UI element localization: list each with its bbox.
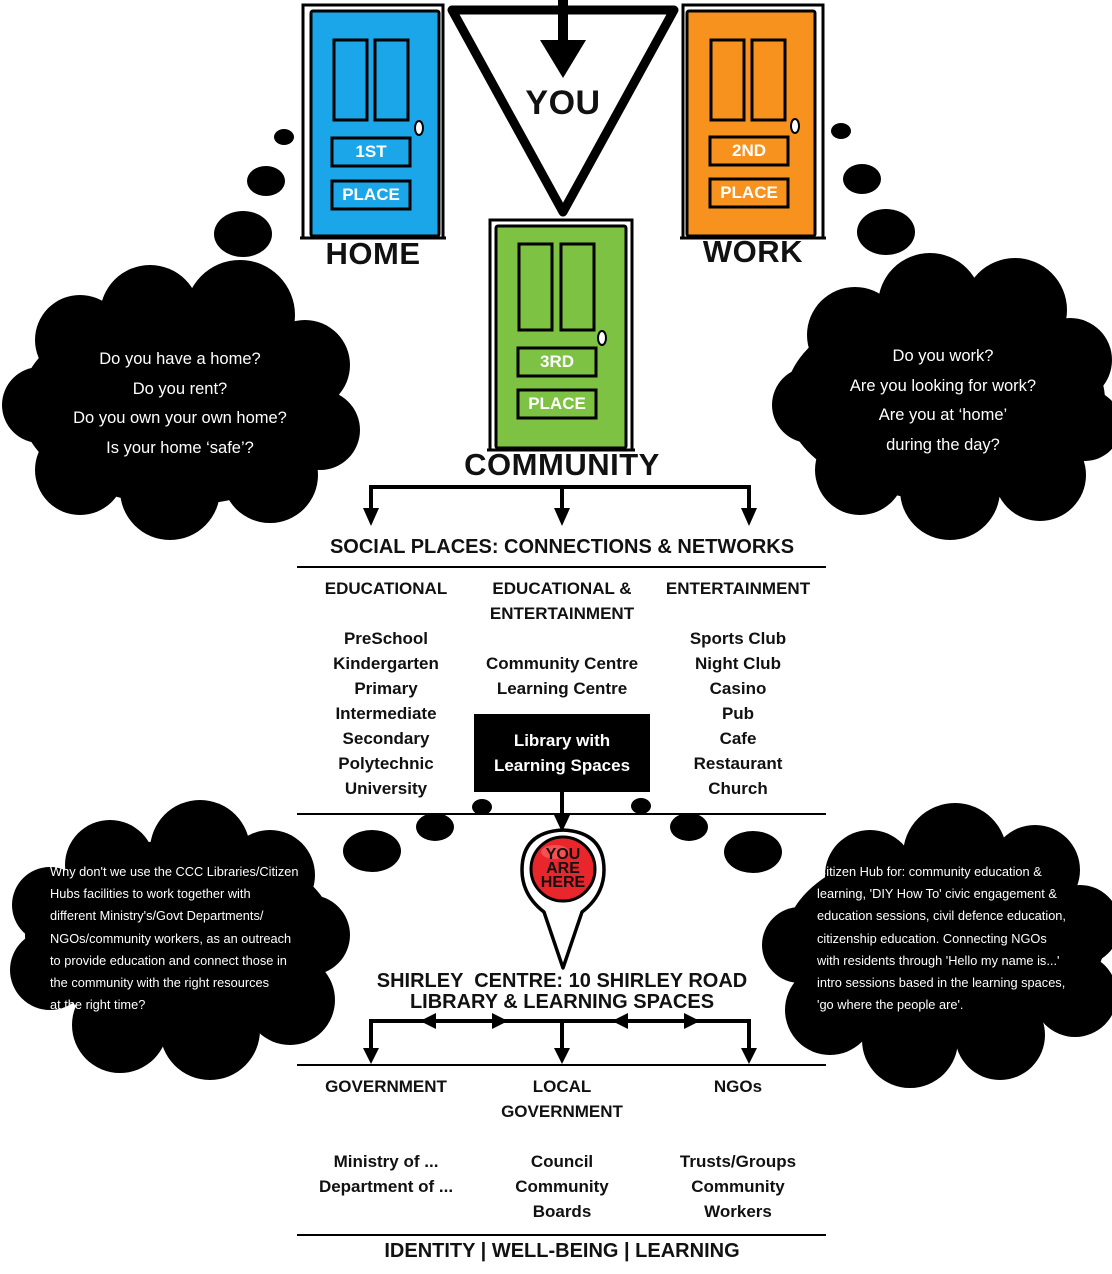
list-item: Restaurant bbox=[693, 754, 783, 773]
home-label: HOME bbox=[325, 236, 421, 271]
footer-text: IDENTITY | WELL-BEING | LEARNING bbox=[384, 1240, 740, 1262]
thought-dots-left bbox=[214, 129, 294, 257]
community-door-line1: 3RD bbox=[539, 352, 574, 371]
home-cloud bbox=[2, 260, 360, 540]
work-door bbox=[680, 3, 826, 240]
you-triangle bbox=[447, 0, 679, 217]
edu-ent-list: Community Centre Learning Centre bbox=[466, 651, 658, 701]
ngos-list: Trusts/Groups Community Workers bbox=[650, 1149, 826, 1224]
home-question: Do you have a home? bbox=[99, 350, 261, 368]
thought-dots-lower-left bbox=[343, 813, 454, 872]
entertainment-list: Sports Club Night Club Casino Pub Cafe R… bbox=[650, 626, 826, 801]
list-item: Department of ... bbox=[318, 1177, 454, 1196]
work-question: during the day? bbox=[886, 435, 1000, 454]
work-cloud bbox=[772, 253, 1112, 540]
local-government-list: Council Community Boards bbox=[466, 1149, 658, 1224]
home-door bbox=[300, 3, 446, 240]
you-are-here-text: YOU ARE HERE bbox=[540, 846, 586, 891]
list-item: Community bbox=[691, 1177, 785, 1196]
community-branches bbox=[363, 485, 757, 526]
home-questions: Do you have a home? Do you rent? Do you … bbox=[30, 345, 330, 463]
work-question: Are you at ‘home’ bbox=[878, 406, 1008, 424]
list-item: Community Centre bbox=[485, 654, 639, 673]
work-question: Do you work? bbox=[892, 347, 994, 365]
community-door-line2: PLACE bbox=[528, 394, 586, 413]
list-item: Cafe bbox=[719, 729, 757, 748]
col-local-government-header: LOCAL GOVERNMENT bbox=[501, 1077, 623, 1121]
list-item: Kindergarten bbox=[333, 654, 439, 673]
lower-right-cloud bbox=[762, 803, 1112, 1088]
right-note: Citizen Hub for: community education & l… bbox=[817, 864, 1066, 1013]
educational-list: PreSchool Kindergarten Primary Intermedi… bbox=[296, 626, 476, 801]
list-item: Trusts/Groups bbox=[679, 1152, 797, 1171]
work-label: WORK bbox=[702, 234, 804, 269]
community-label: COMMUNITY bbox=[464, 447, 660, 482]
col-entertainment-header: ENTERTAINMENT bbox=[665, 579, 811, 598]
work-question: Are you looking for work? bbox=[849, 376, 1037, 395]
thought-dots-lower-right bbox=[670, 813, 782, 873]
thought-dots-right bbox=[831, 123, 915, 255]
list-item: Learning Centre bbox=[496, 679, 628, 698]
list-item: Church bbox=[708, 779, 768, 798]
shirley-branches bbox=[363, 1013, 757, 1064]
list-item: Secondary bbox=[342, 729, 430, 748]
list-item: Polytechnic bbox=[338, 754, 434, 773]
list-item: University bbox=[344, 779, 428, 798]
list-item: Workers bbox=[704, 1202, 772, 1221]
col-edu-ent-header: EDUCATIONAL & ENTERTAINMENT bbox=[489, 579, 635, 623]
list-item: Casino bbox=[709, 679, 767, 698]
home-door-line2: PLACE bbox=[342, 185, 400, 204]
col-educational-header: EDUCATIONAL bbox=[324, 579, 448, 598]
you-label: YOU bbox=[525, 84, 601, 122]
list-item: Ministry of ... bbox=[333, 1152, 439, 1171]
list-item: Pub bbox=[721, 704, 755, 723]
list-item: Community bbox=[515, 1177, 609, 1196]
community-door bbox=[487, 218, 635, 452]
home-question: Do you rent? bbox=[132, 379, 228, 398]
work-door-line2: PLACE bbox=[720, 183, 778, 202]
library-box: Library with Learning Spaces bbox=[474, 714, 650, 792]
col-government-header: GOVERNMENT bbox=[325, 1077, 447, 1096]
list-item: Sports Club bbox=[689, 629, 787, 648]
home-door-line1: 1ST bbox=[355, 142, 387, 161]
social-heading: SOCIAL PLACES: CONNECTIONS & NETWORKS bbox=[329, 536, 795, 558]
work-door-line1: 2ND bbox=[731, 141, 766, 160]
list-item: Boards bbox=[532, 1202, 592, 1221]
left-note: Why don't we use the CCC Libraries/Citiz… bbox=[50, 864, 299, 1013]
col-ngos-header: NGOs bbox=[713, 1077, 763, 1096]
work-questions: Do you work? Are you looking for work? A… bbox=[793, 342, 1093, 460]
shirley-heading-1: SHIRLEY CENTRE: 10 SHIRLEY ROAD bbox=[376, 970, 748, 992]
home-question: Do you own your own home? bbox=[73, 409, 287, 427]
list-item: PreSchool bbox=[343, 629, 429, 648]
list-item: Primary bbox=[354, 679, 418, 698]
lower-left-cloud bbox=[10, 800, 350, 1080]
you-are-here-pin bbox=[520, 828, 606, 970]
home-question: Is your home ‘safe’? bbox=[106, 438, 254, 457]
shirley-heading-2: LIBRARY & LEARNING SPACES bbox=[409, 991, 715, 1013]
list-item: Council bbox=[530, 1152, 594, 1171]
list-item: Night Club bbox=[695, 654, 781, 673]
government-list: Ministry of ... Department of ... bbox=[296, 1149, 476, 1199]
list-item: Intermediate bbox=[335, 704, 437, 723]
